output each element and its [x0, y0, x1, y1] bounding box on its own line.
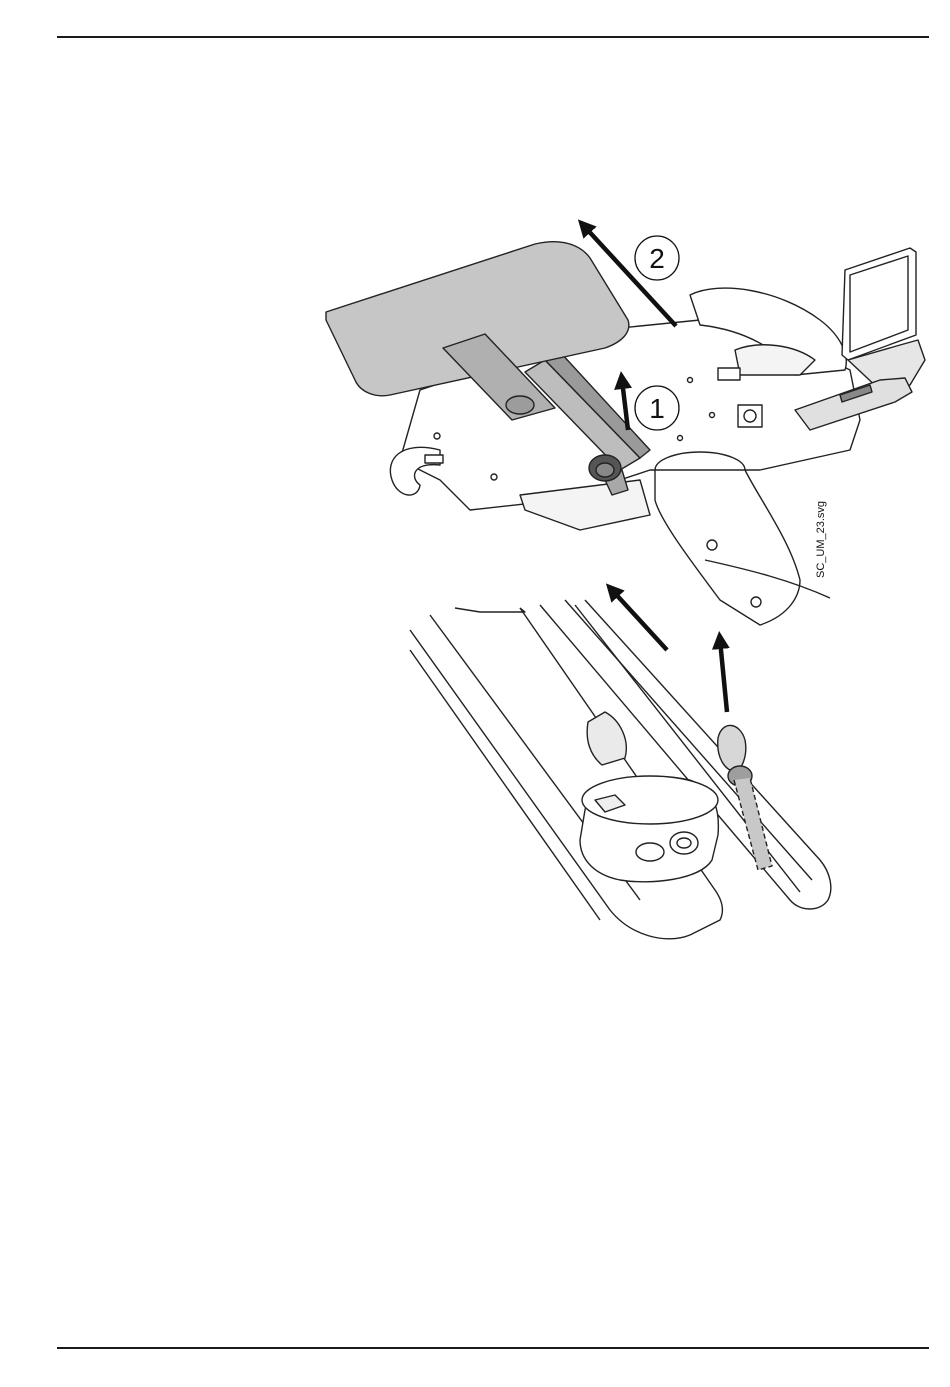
callout-1-label: 1	[649, 393, 665, 424]
arrow-slide	[612, 590, 667, 650]
chair-assembly	[326, 242, 925, 625]
arrow-pin	[720, 640, 727, 712]
callout-1: 1	[635, 386, 679, 430]
callout-2-label: 2	[649, 243, 665, 274]
callout-2: 2	[635, 236, 679, 280]
rail-detail	[410, 600, 831, 939]
figure-id: SC_UM_23.svg	[815, 501, 827, 578]
footer-rule	[57, 1347, 929, 1349]
